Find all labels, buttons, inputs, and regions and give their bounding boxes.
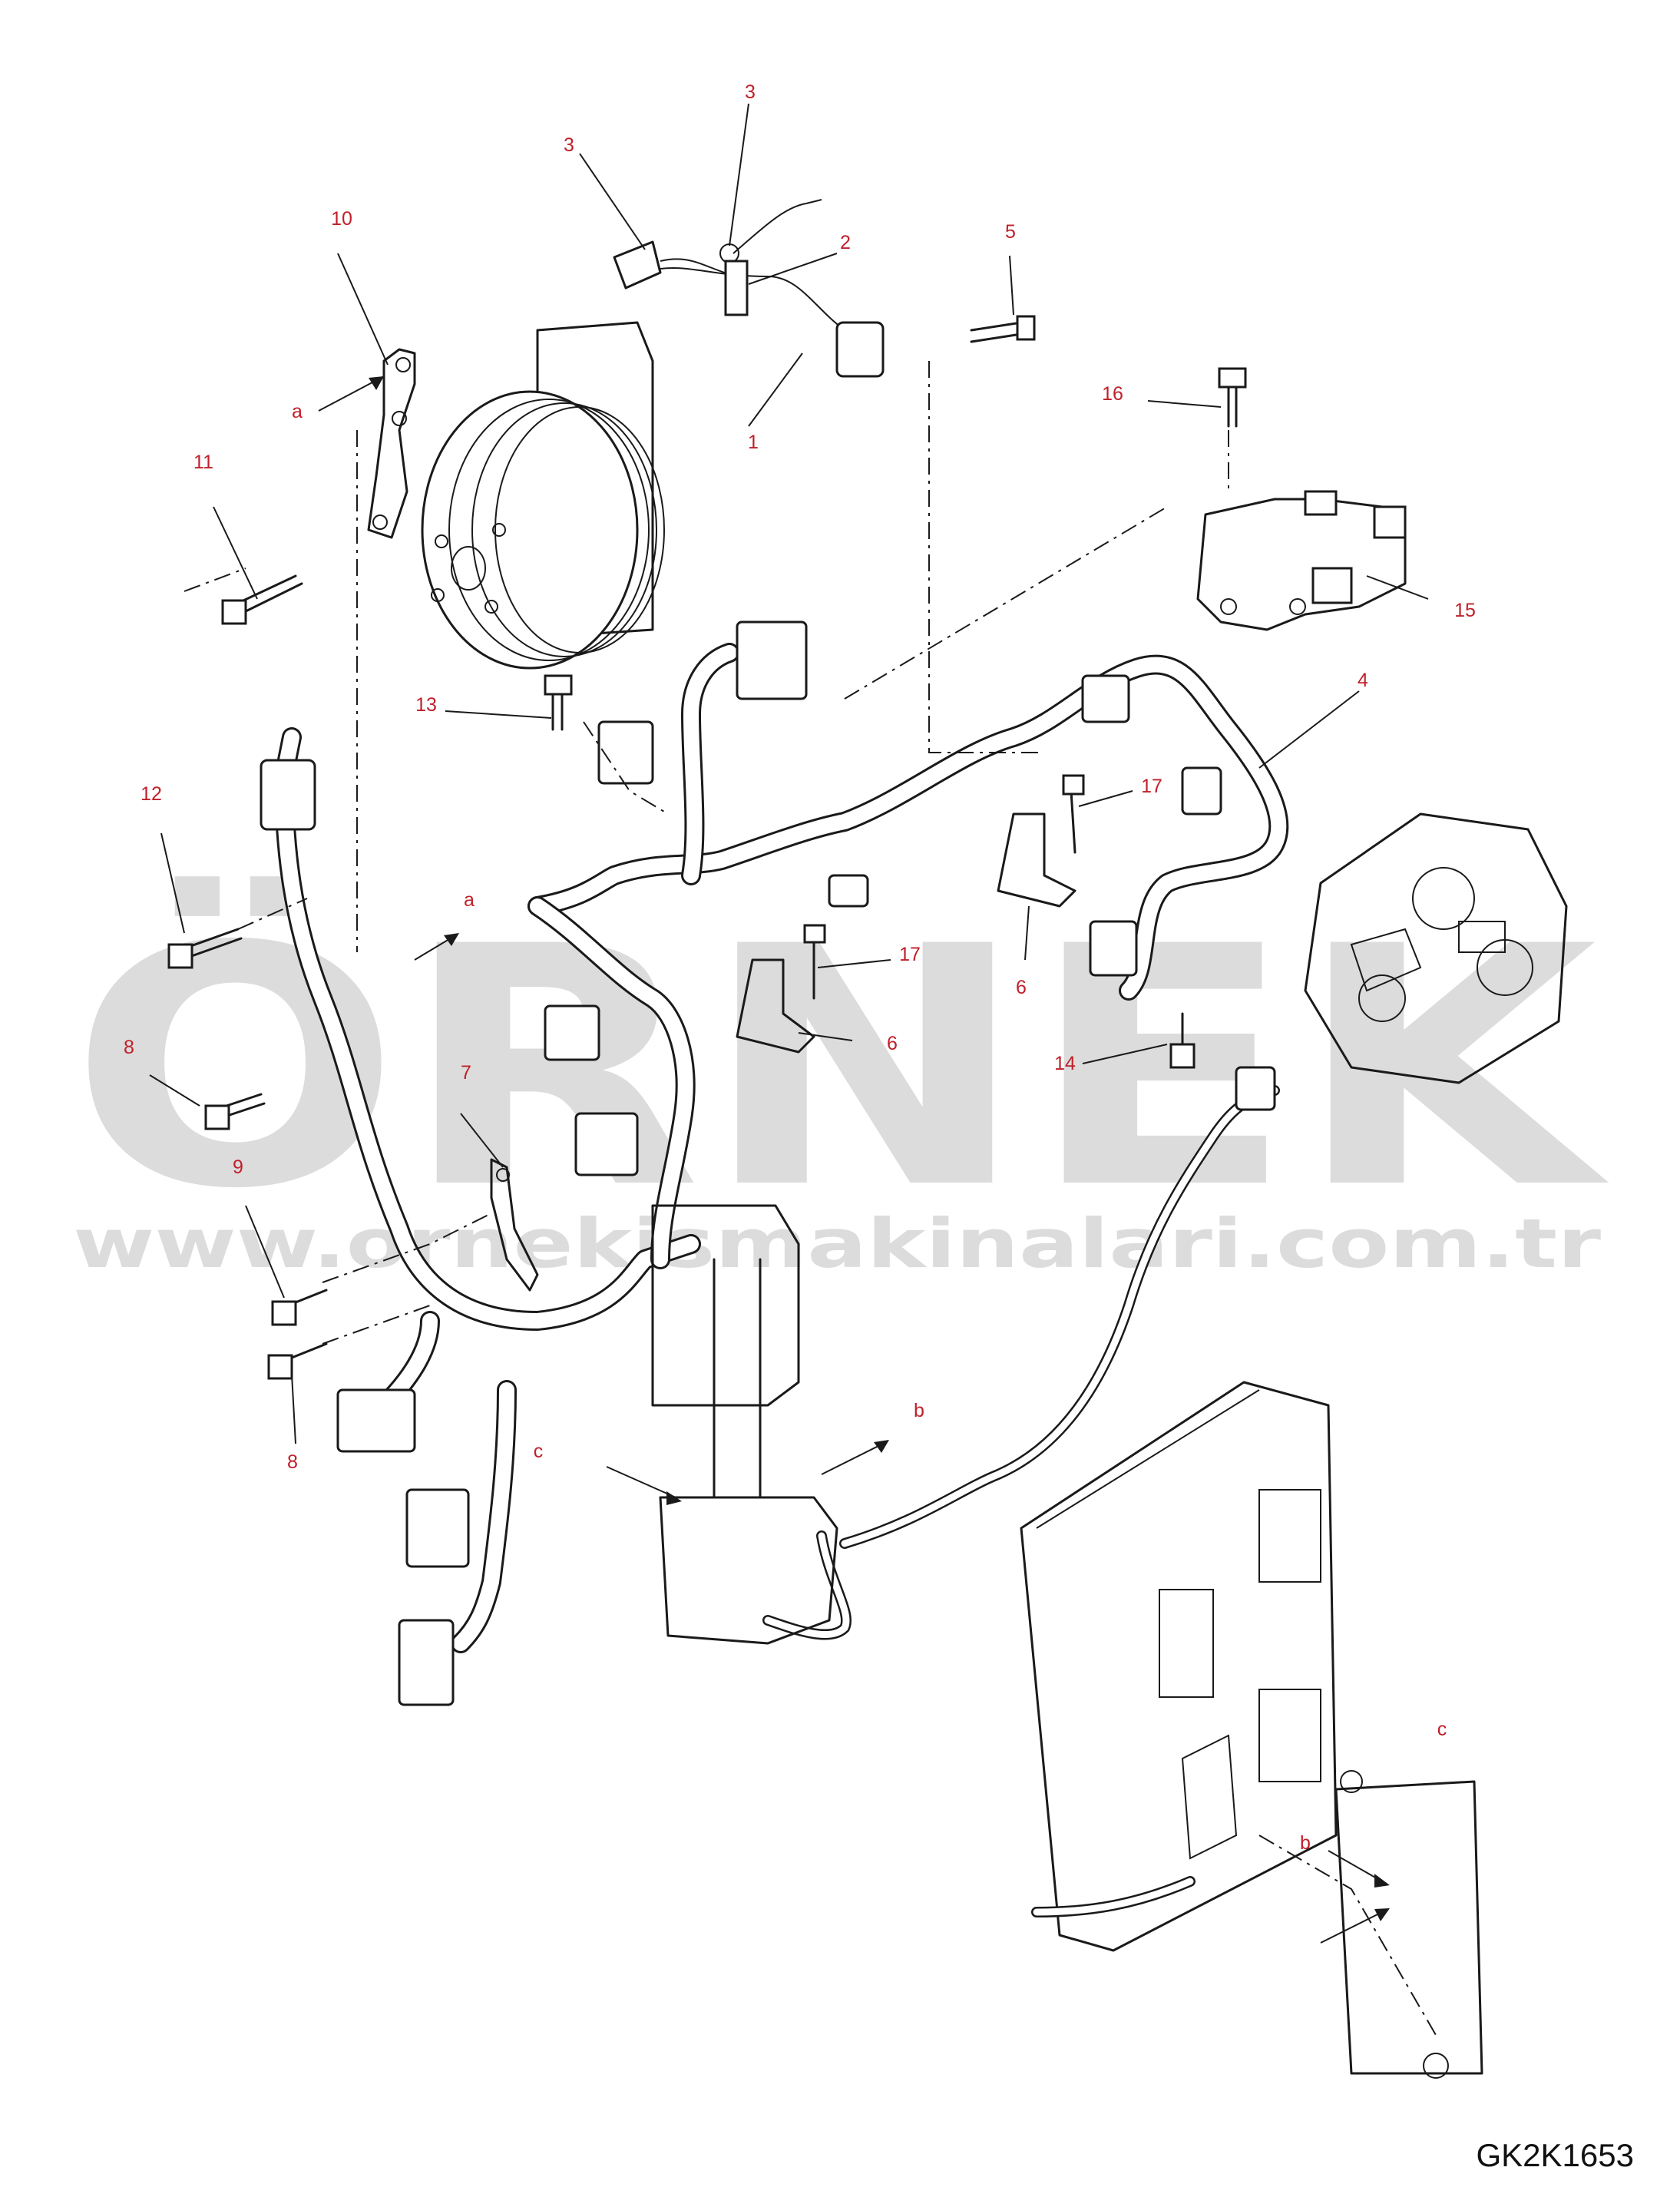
callout-3-top: 3 — [745, 81, 756, 103]
callout-1: 1 — [748, 432, 759, 453]
callout-6-left: 6 — [887, 1033, 898, 1054]
water-pump — [421, 321, 665, 670]
callout-7: 7 — [461, 1062, 471, 1084]
callout-numbers: 10 11 12 8 9 8 7 13 3 3 2 1 5 16 15 4 17… — [124, 81, 1476, 1473]
letter-b-ecm: b — [1300, 1832, 1311, 1854]
letter-a-top: a — [292, 401, 303, 422]
callout-8-top: 8 — [124, 1037, 134, 1058]
callout-2: 2 — [840, 232, 851, 253]
callout-14: 14 — [1054, 1053, 1076, 1074]
letter-c-mid: c — [534, 1441, 544, 1462]
junction-box — [651, 1204, 838, 1645]
callout-17-left: 17 — [899, 944, 921, 965]
callout-12: 12 — [141, 783, 162, 805]
fuel-pump — [1304, 812, 1568, 1084]
callout-10: 10 — [331, 208, 352, 230]
letter-b-mid: b — [914, 1400, 924, 1421]
harness-connectors — [260, 620, 1276, 1706]
callout-11: 11 — [193, 452, 213, 473]
leader-lines — [149, 103, 1429, 1444]
callout-8-bottom: 8 — [287, 1451, 298, 1473]
callout-3-left: 3 — [564, 134, 574, 156]
actuator-15 — [1196, 490, 1407, 631]
center-lines — [184, 361, 1437, 2036]
sensor-harness-top — [613, 199, 885, 378]
callout-16: 16 — [1102, 383, 1123, 405]
callout-5: 5 — [1005, 221, 1016, 243]
bolts — [167, 315, 1247, 1380]
brackets — [367, 348, 1076, 1292]
callout-9: 9 — [233, 1156, 243, 1178]
connection-arrows — [318, 376, 1390, 1944]
callout-17-right: 17 — [1141, 776, 1162, 797]
callout-15: 15 — [1454, 600, 1476, 621]
callout-6-right: 6 — [1016, 977, 1027, 998]
drawing-id: GK2K1653 — [1476, 2137, 1635, 2173]
connection-letters: a a b b c c — [292, 401, 1447, 1854]
watermark-url: www.ornekismakinalari.com.tr — [73, 1204, 1602, 1283]
letter-c-ecm: c — [1437, 1719, 1447, 1740]
letter-a-mid: a — [464, 889, 475, 911]
ecm-module — [1020, 1381, 1483, 2079]
callout-13: 13 — [415, 694, 437, 716]
callout-4: 4 — [1358, 670, 1368, 691]
